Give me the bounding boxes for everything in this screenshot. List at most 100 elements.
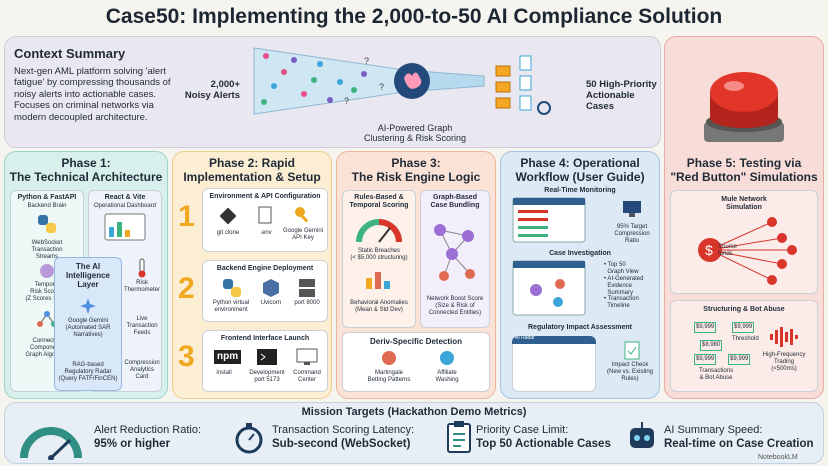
funnel-illustration: ???	[253, 47, 551, 115]
websocket-label: WebSocket Transaction Streams	[31, 240, 63, 260]
affiliate-label: Affiliate Washing	[435, 370, 459, 383]
mission-title: Mission Targets (Hackathon Demo Metrics)	[301, 406, 527, 418]
transactions-label: Transactions & Bot Abuse	[698, 368, 734, 381]
git-icon	[220, 208, 236, 224]
phase1-title: Phase 1: The Technical Architecture	[9, 156, 163, 184]
python-label: Python & FastAPI	[17, 194, 77, 201]
martingale-label: Martingale Betting Patterns	[367, 370, 411, 383]
speedometer-icon	[20, 427, 82, 460]
ai-robot-icon	[630, 422, 654, 448]
svg-text:$: $	[705, 242, 713, 258]
impact-label: Impact Check (New vs. Existing Rules)	[606, 362, 653, 382]
env-file-icon	[258, 206, 272, 224]
live-feeds-label: Live Transaction Feeds	[126, 316, 158, 336]
phase2-title: Phase 2: Rapid Implementation & Setup	[183, 156, 321, 184]
key-icon	[295, 207, 309, 223]
betting-icon	[382, 351, 396, 365]
structuring-card	[670, 300, 818, 392]
env-label: .env	[260, 230, 272, 236]
ci-title: Case Investigation	[549, 250, 611, 257]
mule-card	[670, 190, 818, 294]
risk-scoring-icon	[40, 264, 54, 278]
amount-5: $8,980	[700, 340, 723, 351]
case-screen-icon	[512, 260, 586, 316]
metric4-value: Real-time on Case Creation	[664, 438, 814, 450]
actionable-cases-label: 50 High-Priority Actionable Cases	[586, 79, 657, 112]
rag-label: RAG-based Regulatory Radar (Query FATF/F…	[58, 362, 118, 382]
metric1-value: 95% or higher	[94, 438, 171, 450]
thermometer-icon	[138, 258, 146, 278]
ai-layer-title: The AI Intelligence Layer	[65, 262, 110, 290]
context-body: Next-gen AML platform solving 'alert fat…	[14, 66, 171, 123]
phase5-title: Phase 5: Testing via "Red Button" Simula…	[670, 156, 818, 184]
uvicorn-label: Uvicorn	[260, 300, 282, 306]
monitoring-screen-icon	[512, 197, 586, 243]
amount-2: $9,999	[732, 322, 755, 333]
chat-header: AI Radar	[512, 335, 596, 344]
amount-3: $9,999	[694, 354, 717, 365]
context-heading: Context Summary	[14, 46, 126, 61]
compression-card-label: Compression Analytics Card	[124, 360, 160, 380]
structuring-title: Structuring & Bot Abuse	[703, 306, 785, 313]
ai-clustering-label: AI-Powered Graph Clustering & Risk Scori…	[363, 123, 467, 144]
venv-label: Python virtual environment	[212, 300, 250, 313]
chat-window	[512, 336, 596, 392]
gauge-icon	[356, 219, 402, 243]
ai-layer-card	[54, 257, 122, 391]
command-center-label: Command Center	[293, 370, 321, 383]
hft-wave-icon	[770, 327, 798, 347]
dashboard-icon	[104, 213, 146, 241]
source-funds-label: Source funds	[718, 244, 738, 257]
affiliate-icon	[440, 351, 454, 365]
mule-network-icon: $	[698, 217, 797, 285]
python-sub: Backend Brain	[27, 203, 67, 209]
metric2-label: Transaction Scoring Latency:	[272, 424, 415, 436]
clipboard-icon	[624, 341, 640, 360]
rules-title: Rules-Based & Temporal Scoring	[349, 194, 409, 210]
ratio-monitor-icon	[623, 201, 641, 217]
command-center-icon	[296, 348, 318, 365]
python-venv-icon	[223, 279, 241, 297]
port8000-label: port 8000	[294, 300, 320, 306]
gemini-label: Google Gemini (Automated SAR Narratives)	[65, 318, 111, 338]
env-config-title: Environment & API Configuration	[209, 193, 321, 200]
metric3-label: Priority Case Limit:	[476, 424, 569, 436]
frontend-title: Frontend Interface Launch	[220, 335, 310, 342]
python-logo-icon	[38, 215, 56, 233]
terminal-icon	[257, 349, 277, 365]
metric4-label: AI Summary Speed:	[664, 424, 763, 436]
git-clone-label: git clone	[216, 230, 240, 236]
ria-title: Regulatory Impact Assessment	[528, 324, 632, 331]
stopwatch-icon	[235, 423, 263, 454]
step-1-number: 1	[178, 200, 195, 233]
cluster-graph-icon	[434, 224, 475, 281]
amount-1: $9,999	[694, 322, 717, 333]
npm-logo: npm	[214, 350, 242, 364]
deriv-title: Deriv-Specific Detection	[369, 337, 463, 346]
mule-title: Mule Network Simulation	[721, 196, 767, 212]
dev-port-label: Development port 5173	[249, 370, 285, 383]
bar-chart-icon	[366, 272, 390, 289]
step-3-number: 3	[178, 340, 195, 373]
thermometer-label: Risk Thermometer	[123, 280, 160, 293]
behavioral-label: Behavioral Anomalies (Mean & Std Dev)	[350, 300, 408, 313]
install-label: install	[216, 370, 232, 376]
metric3-value: Top 50 Actionable Cases	[476, 438, 611, 450]
server-icon	[299, 279, 315, 297]
mission-targets-panel	[4, 402, 824, 464]
svg-text:?: ?	[364, 56, 369, 66]
step-2-number: 2	[178, 272, 195, 305]
metric1-label: Alert Reduction Ratio:	[94, 424, 201, 436]
boost-label: Network Boost Score (Size & Risk of Conn…	[426, 296, 484, 316]
phase3-title: Phase 3: The Risk Engine Logic	[351, 156, 481, 184]
phase4-title: Phase 4: Operational Workflow (User Guid…	[515, 156, 645, 184]
react-sub: Operational Dashboard	[93, 203, 157, 209]
react-label: React & Vite	[104, 194, 146, 201]
backend-title: Backend Engine Deployment	[216, 265, 314, 272]
amount-4: $9,999	[728, 354, 751, 365]
red-button-icon[interactable]	[698, 52, 790, 148]
svg-text:?: ?	[344, 96, 349, 106]
threshold-label: Threshold	[732, 336, 759, 342]
ci-list: • Top 50 Graph View • AI-Generated Evide…	[604, 262, 644, 310]
footer-brand: NotebookLM	[758, 454, 798, 461]
